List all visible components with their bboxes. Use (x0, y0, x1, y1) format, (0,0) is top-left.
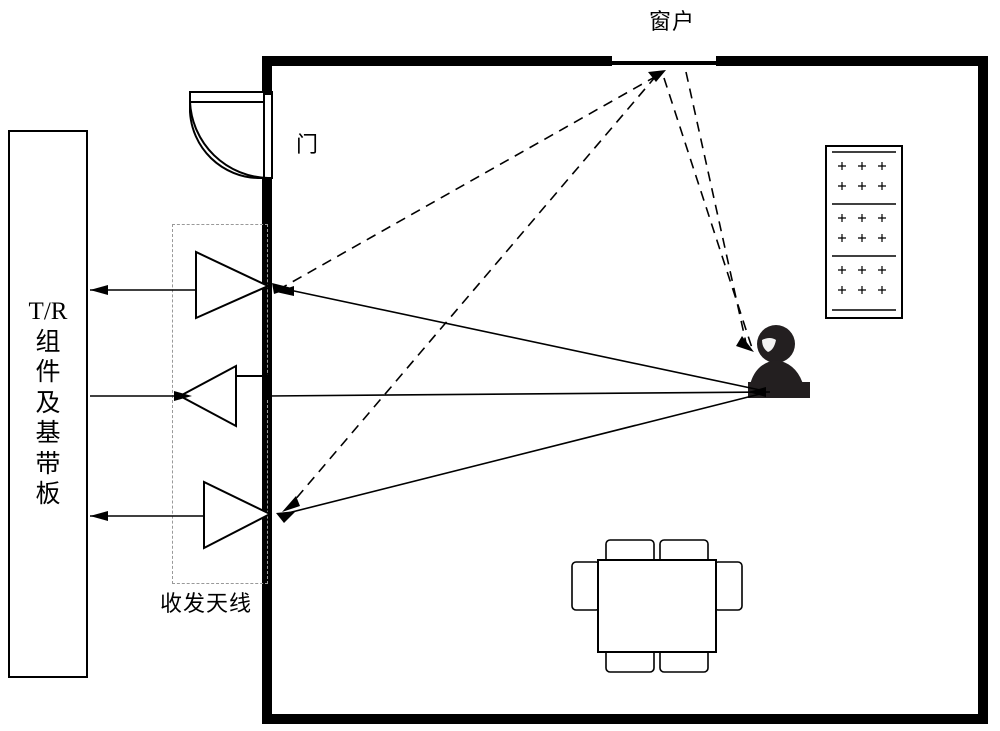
tr-module-label: T/R 组 件 及 基 带 板 (8, 130, 88, 678)
tr-module-box (8, 130, 88, 678)
door-label: 门 (296, 132, 318, 157)
table-with-chairs-icon (571, 539, 743, 673)
tr-line-3: 及 (35, 389, 61, 417)
person-figure (748, 325, 810, 398)
tr-line-6: 板 (35, 481, 61, 509)
room-wall-top-right (716, 56, 988, 66)
radiator-icon (825, 145, 903, 319)
antenna-label: 收发天线 (159, 591, 252, 616)
door-swing-icon (189, 91, 273, 179)
room-wall-bottom (262, 714, 988, 724)
tr-line-4: 基 (35, 420, 61, 448)
signal-paths-dashed (277, 71, 753, 509)
antenna-group-box (172, 224, 268, 584)
door-opening (262, 96, 272, 178)
tr-line-2: 件 (35, 359, 61, 387)
window-label: 窗户 (648, 9, 695, 34)
tr-line-0: T/R (28, 298, 68, 326)
room-wall-top-left (262, 56, 612, 66)
room-wall-right (978, 56, 988, 724)
window-frame (610, 61, 718, 65)
tr-line-1: 组 (35, 328, 61, 356)
tr-line-5: 带 (35, 450, 61, 478)
signal-arrowheads-dashed (276, 70, 754, 512)
